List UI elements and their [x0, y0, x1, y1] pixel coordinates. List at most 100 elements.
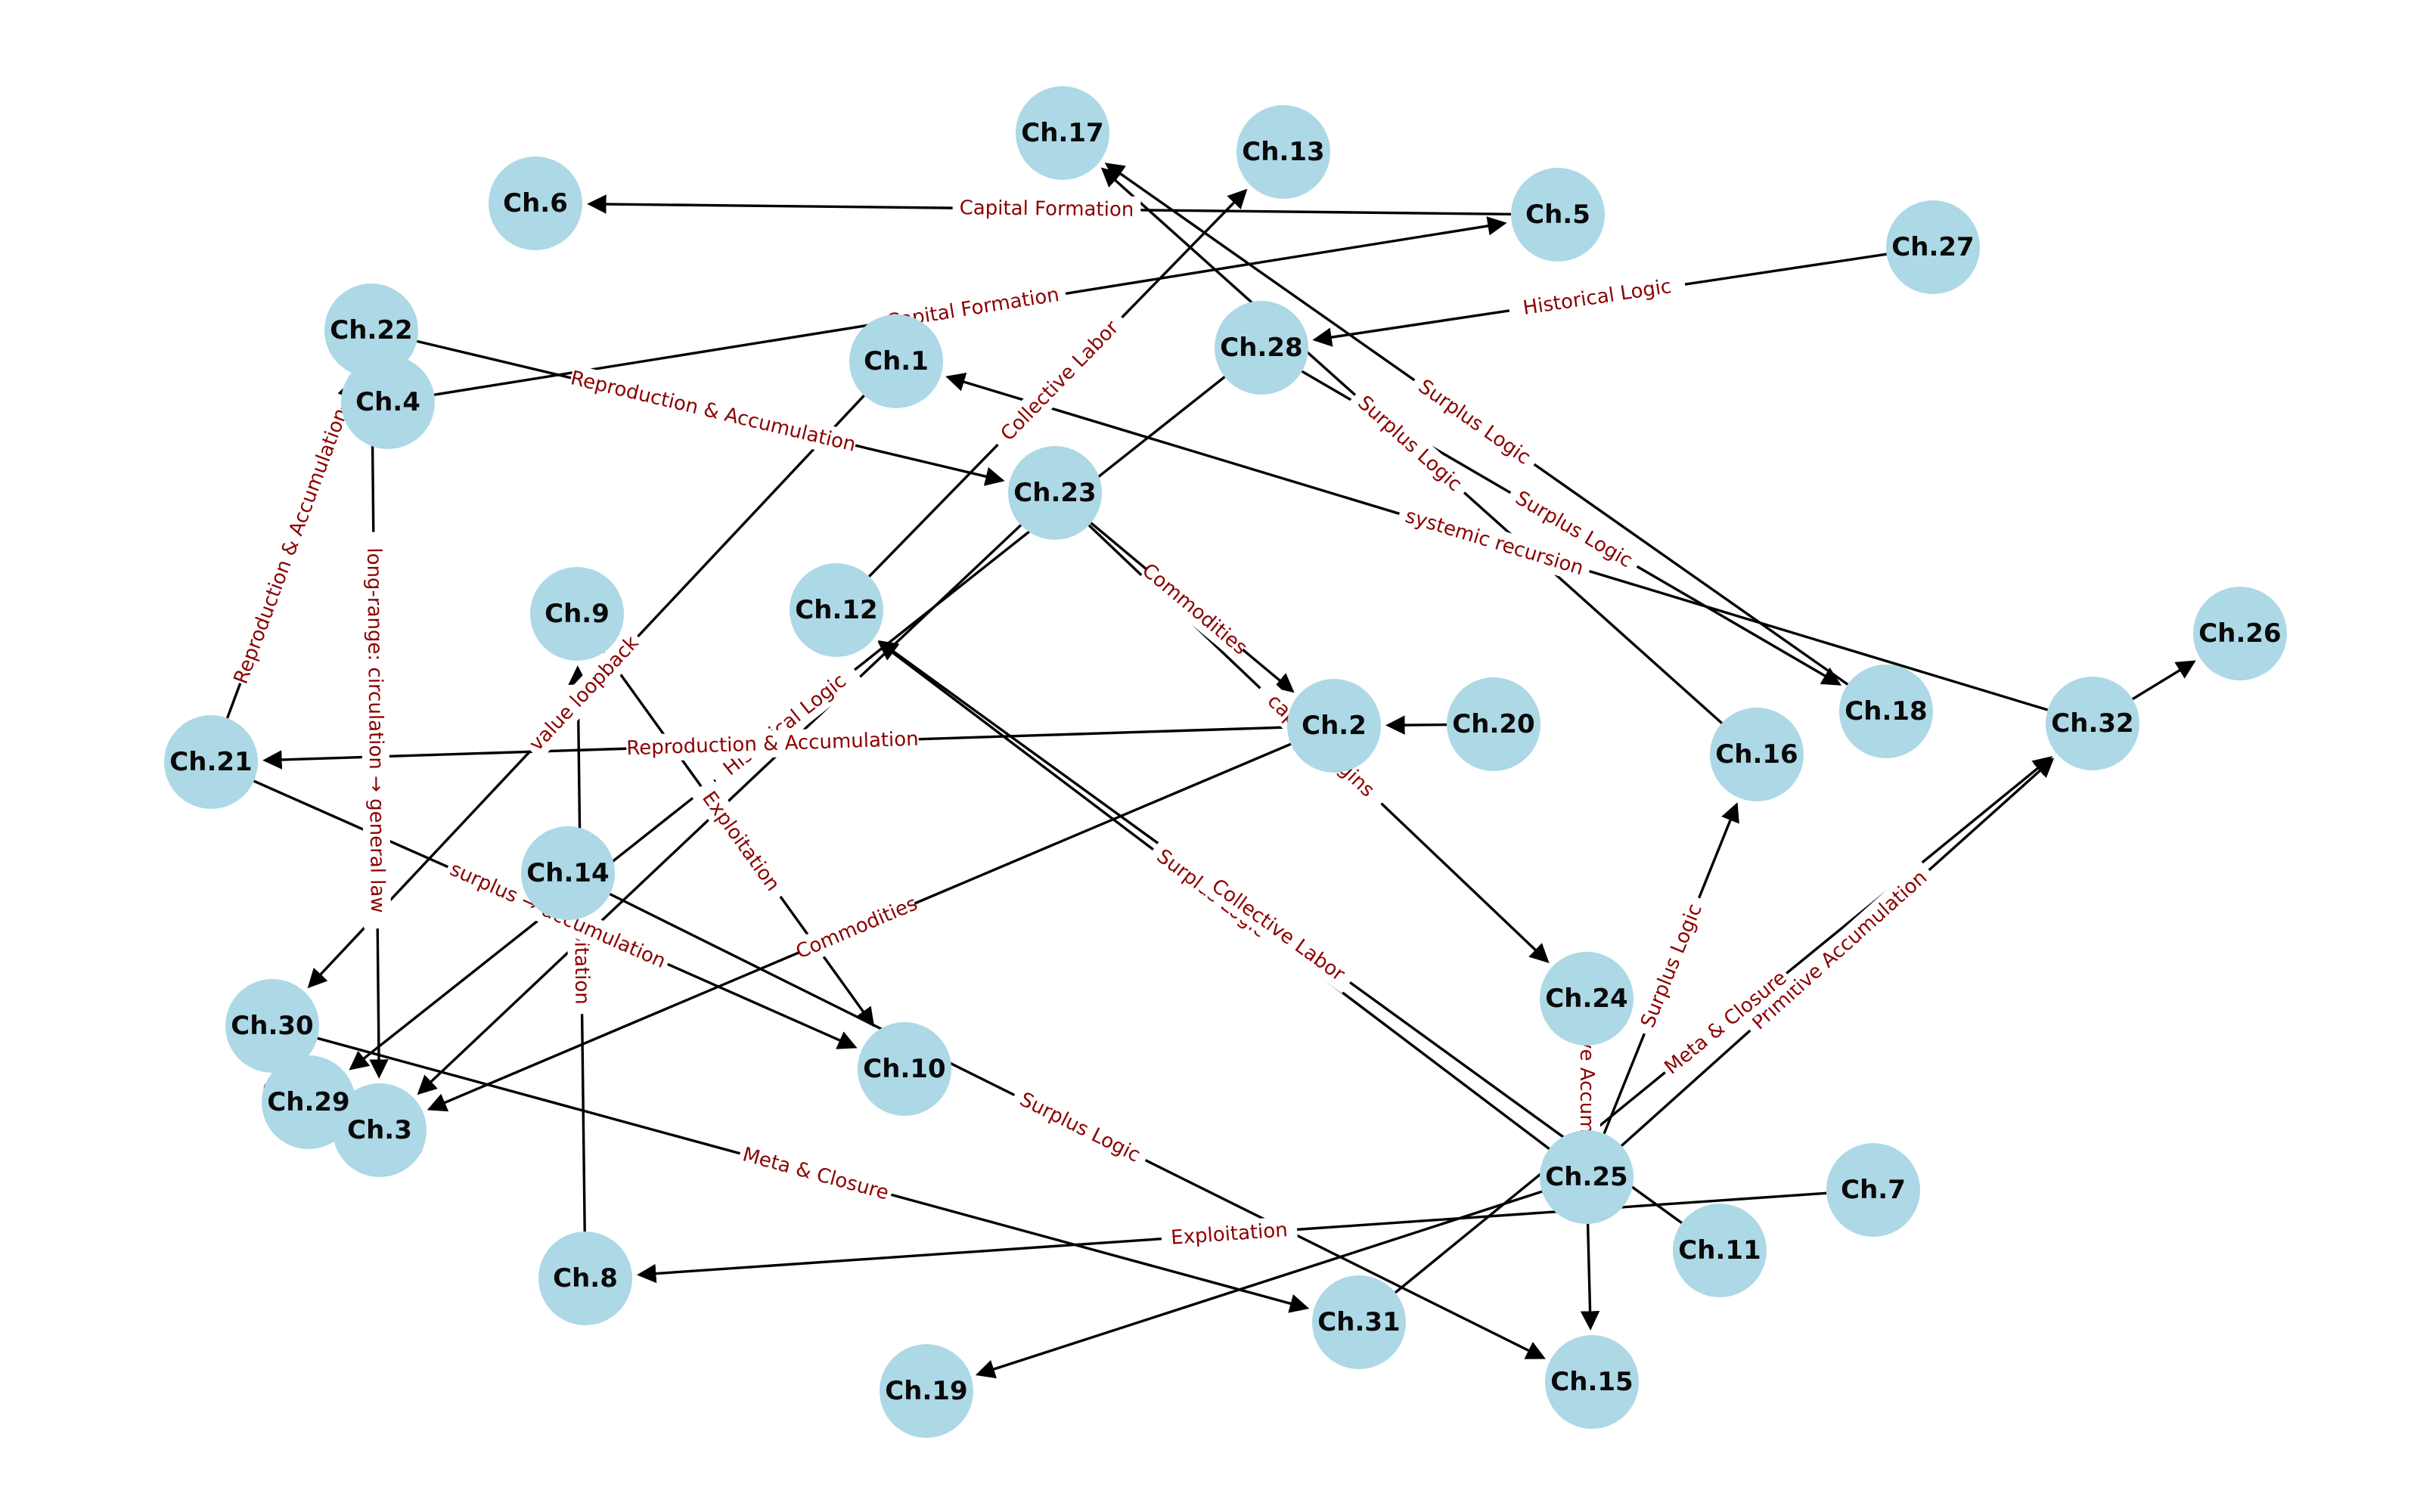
- edge-label-bg: [877, 280, 1069, 337]
- node-label-Ch.17: Ch.17: [1021, 118, 1103, 148]
- node-label-Ch.6: Ch.6: [503, 188, 568, 218]
- node-label-Ch.25: Ch.25: [1545, 1162, 1627, 1192]
- node-Ch.16[interactable]: [1710, 708, 1804, 801]
- node-Ch.4[interactable]: [341, 355, 435, 449]
- node-Ch.1[interactable]: [849, 314, 943, 408]
- edge-label-group: Reproduction & Accumulation: [625, 725, 920, 763]
- node-Ch.24[interactable]: [1540, 952, 1634, 1046]
- node-Ch.10[interactable]: [858, 1022, 951, 1116]
- node-Ch.17[interactable]: [1016, 86, 1109, 180]
- node-Ch.22[interactable]: [324, 284, 418, 377]
- edge-label-group: Primitive Accumulation: [1741, 860, 1938, 1041]
- node-label-Ch.8: Ch.8: [553, 1263, 618, 1294]
- edge-label-Ch.27-Ch.28: Historical Logic: [1522, 275, 1673, 320]
- edge-Ch.25-to-Ch.15: [1580, 1223, 1600, 1331]
- node-Ch.14[interactable]: [521, 826, 615, 920]
- node-Ch.6[interactable]: [489, 156, 582, 250]
- node-label-Ch.15: Ch.15: [1550, 1367, 1633, 1397]
- edge-label-bg: [793, 891, 920, 965]
- edge-label-bg: [1741, 860, 1938, 1041]
- edge-label-Ch.21-Ch.22: Reproduction & Accumulation: [230, 405, 353, 687]
- edge-label-bg: [1507, 271, 1687, 324]
- node-label-Ch.10: Ch.10: [863, 1054, 945, 1084]
- edge-label-bg: [1137, 559, 1252, 660]
- edge-label-group: Historical Logic: [1507, 271, 1687, 324]
- edge-label-bg: [1395, 500, 1593, 584]
- edge-label-bg: [1160, 1216, 1298, 1253]
- node-Ch.3[interactable]: [333, 1083, 427, 1177]
- node-label-Ch.31: Ch.31: [1317, 1307, 1400, 1337]
- node-Ch.23[interactable]: [1008, 446, 1102, 540]
- node-label-Ch.4: Ch.4: [355, 387, 420, 417]
- edge-label-Ch.11-Ch.12: Collective Labor: [1207, 875, 1348, 986]
- edge-label-Ch.12-Ch.13: Collective Labor: [997, 316, 1124, 445]
- nodes-layer: [164, 86, 2287, 1438]
- node-label-Ch.28: Ch.28: [1220, 333, 1302, 363]
- edge-label-group: Collective Labor: [1198, 867, 1358, 993]
- node-Ch.11[interactable]: [1673, 1204, 1767, 1297]
- edge-label-bg: [1198, 867, 1358, 993]
- node-Ch.31[interactable]: [1312, 1275, 1406, 1369]
- edge-label-group: Meta & Closure: [736, 1140, 895, 1208]
- edge-label-group: Commodities: [1137, 559, 1252, 660]
- node-Ch.29[interactable]: [262, 1055, 355, 1149]
- node-label-Ch.2: Ch.2: [1302, 711, 1367, 741]
- node-Ch.32[interactable]: [2046, 677, 2139, 770]
- node-Ch.30[interactable]: [225, 979, 319, 1073]
- edge-label-Ch.22-Ch.3: long-range: circulation → general law: [362, 547, 389, 913]
- edge-label-group: Commodities: [793, 891, 921, 965]
- edge-Ch.32-to-Ch.26: [2132, 660, 2196, 701]
- edge-label-group: Collective Labor: [988, 308, 1132, 454]
- node-Ch.28[interactable]: [1215, 301, 1308, 395]
- node-Ch.15[interactable]: [1545, 1335, 1639, 1429]
- edge-label-group: long-range: circulation → general law: [359, 531, 392, 929]
- node-label-Ch.19: Ch.19: [885, 1376, 967, 1406]
- edge-label-bg: [625, 725, 920, 763]
- node-Ch.7[interactable]: [1826, 1143, 1920, 1237]
- edge-label-bg: [1503, 481, 1644, 578]
- node-Ch.13[interactable]: [1236, 105, 1330, 199]
- node-label-Ch.29: Ch.29: [267, 1087, 349, 1117]
- node-Ch.25[interactable]: [1540, 1130, 1634, 1224]
- edge-label-group: Reproduction & Accumulation: [567, 364, 859, 459]
- edge-label-bg: [359, 531, 392, 929]
- node-label-Ch.24: Ch.24: [1545, 984, 1627, 1014]
- node-label-Ch.14: Ch.14: [526, 858, 609, 888]
- node-Ch.18[interactable]: [1839, 665, 1933, 758]
- node-label-Ch.16: Ch.16: [1715, 739, 1798, 770]
- node-Ch.19[interactable]: [880, 1344, 973, 1438]
- node-label-Ch.32: Ch.32: [2051, 708, 2133, 739]
- node-Ch.12[interactable]: [790, 563, 883, 657]
- node-Ch.5[interactable]: [1511, 168, 1605, 262]
- edge-label-Ch.22-Ch.23: Reproduction & Accumulation: [569, 367, 858, 457]
- edge-label-bg: [1407, 369, 1542, 476]
- node-Ch.27[interactable]: [1886, 200, 1980, 294]
- edge-Ch.25-to-Ch.19: [975, 1190, 1543, 1379]
- node-label-Ch.18: Ch.18: [1844, 696, 1927, 727]
- node-Ch.8[interactable]: [538, 1232, 632, 1325]
- edge-label-bg: [567, 364, 859, 459]
- edge-label-Ch.2-Ch.21: Reproduction & Accumulation: [626, 728, 919, 760]
- node-Ch.20[interactable]: [1447, 677, 1540, 771]
- edge-label-group: Exploitation: [690, 778, 792, 905]
- node-Ch.9[interactable]: [530, 567, 624, 661]
- edge-label-bg: [1656, 962, 1795, 1083]
- edge-label-Ch.14-Ch.15: Surplus Logic: [1016, 1088, 1144, 1167]
- node-label-Ch.3: Ch.3: [347, 1115, 412, 1145]
- node-Ch.2[interactable]: [1287, 679, 1381, 773]
- node-Ch.26[interactable]: [2193, 587, 2287, 680]
- node-label-Ch.30: Ch.30: [231, 1011, 313, 1041]
- edge-label-bg: [520, 627, 648, 761]
- node-Ch.21[interactable]: [164, 715, 258, 809]
- node-label-Ch.1: Ch.1: [864, 346, 929, 376]
- edge-label-bg: [227, 404, 355, 688]
- edge-label-bg: [690, 778, 792, 905]
- edge-label-Ch.25-Ch.16: Surplus Logic: [1637, 900, 1707, 1030]
- edge-label-group: Surplus Logic: [1631, 893, 1712, 1039]
- edge-label-Ch.2-Ch.3: Commodities: [793, 892, 920, 963]
- edge-Ch.20-to-Ch.2: [1385, 715, 1447, 735]
- node-label-Ch.21: Ch.21: [169, 747, 252, 777]
- edge-label-bg: [1008, 1083, 1152, 1173]
